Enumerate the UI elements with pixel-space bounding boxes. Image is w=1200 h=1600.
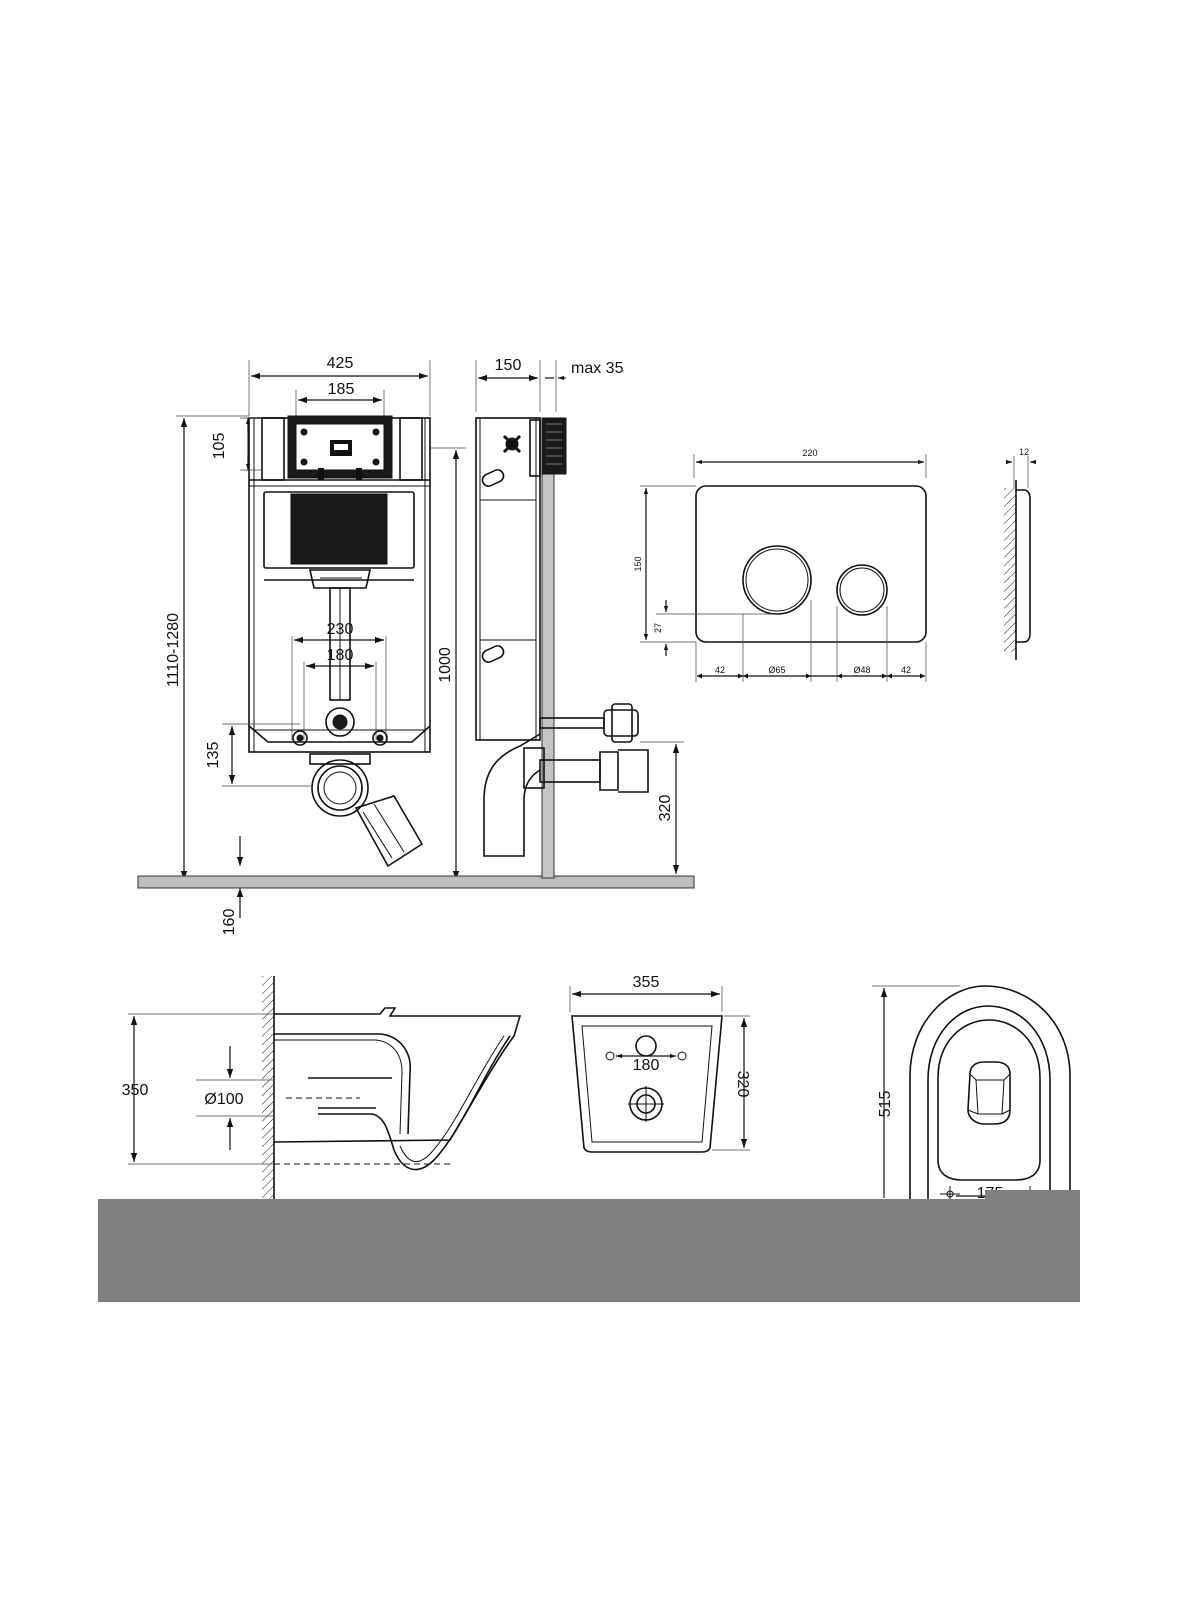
frame-height-label: 1000 (437, 647, 454, 683)
bowl-rear-height-label: 320 (734, 1071, 751, 1098)
frame-width-label: 425 (327, 355, 354, 372)
flush-plate-view: 220 150 27 42 Ø65 Ø48 42 12 (633, 447, 1036, 682)
plate-thickness-label: 12 (1019, 447, 1029, 457)
small-button-label: Ø48 (853, 665, 870, 675)
bowl-rear-view: 355 180 320 (569, 974, 751, 1153)
margin-left-label: 42 (715, 665, 725, 675)
frame-side-view: 150 max 35 (475, 357, 684, 879)
floor-offset-label: 160 (221, 909, 238, 936)
stud-outer-label: 230 (327, 621, 354, 638)
bowl-top-view: 515 175 (872, 985, 1071, 1206)
frame-depth-label: 150 (495, 357, 522, 374)
frame-front-view: 425 185 105 (165, 355, 466, 935)
grey-banner (98, 1199, 1080, 1302)
outlet-height-label: 320 (657, 795, 674, 822)
plate-height-150: 150 (633, 556, 643, 571)
plate-width-label: 185 (328, 381, 355, 398)
stud-inner-label: 180 (327, 647, 354, 664)
drain-height-label: 135 (205, 742, 222, 769)
button-offset-label: 27 (653, 623, 663, 633)
bowl-outlet-label: Ø100 (204, 1091, 243, 1108)
bowl-side-view: 350 Ø100 (122, 976, 522, 1206)
margin-right-label: 42 (901, 665, 911, 675)
floor-slab (137, 875, 695, 889)
wall-max-label: max 35 (571, 360, 624, 377)
bowl-height-label: 350 (122, 1082, 149, 1099)
grey-banner-notch (985, 1190, 1080, 1200)
frame-height-range-label: 1110-1280 (165, 613, 182, 687)
bowl-stud-label: 180 (633, 1057, 660, 1074)
bowl-width-label: 355 (633, 974, 660, 991)
large-button-label: Ø65 (768, 665, 785, 675)
plate-height-label: 105 (211, 433, 228, 460)
bowl-length-label: 515 (877, 1091, 894, 1118)
plate-width-220: 220 (802, 448, 817, 458)
